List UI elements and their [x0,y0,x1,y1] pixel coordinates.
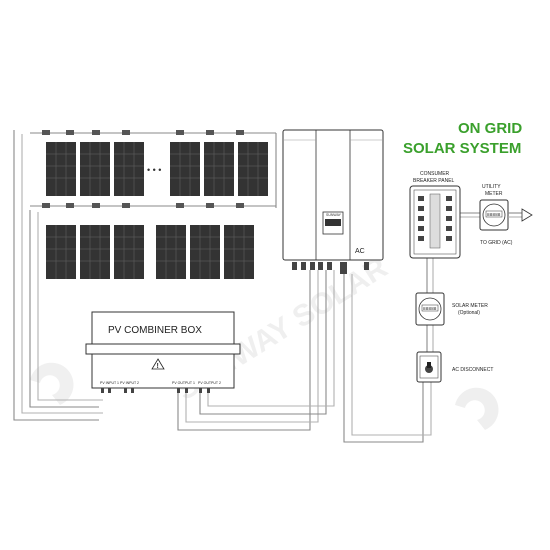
ac-disconnect-label: AC DISCONNECT [452,367,493,373]
array-ellipsis: • • • [147,165,161,175]
ac-wires [343,212,480,443]
inverter-terminals [292,262,369,274]
inverter: SUNWAY AC [282,129,384,274]
inverter-display [322,211,344,235]
solar-meter-label-1: SOLAR METER [452,303,488,309]
utility-meter-display: 88888 [487,212,501,218]
breaker-panel [409,185,461,259]
utility-meter: 88888 [479,199,509,231]
title-line-2: SOLAR SYSTEM [403,140,521,157]
solar-panel [156,225,186,279]
combiner-input-2: PV INPUT 2 [120,381,139,385]
solar-panel-row-1: • • • [46,142,268,196]
solar-panel [204,142,234,196]
breaker-switches [418,193,452,249]
solar-meter-display: 88888 [423,306,437,312]
grid-label: TO GRID (AC) [480,240,513,246]
solar-panel [170,142,200,196]
solar-panel [190,225,220,279]
combiner-box-label: PV COMBINER BOX [108,325,202,336]
watermark-logo-left [30,362,74,405]
dc-wires [177,270,335,431]
combiner-input-1: PV INPUT 1 [100,381,119,385]
title-line-1: ON GRID [458,120,522,137]
solar-panel-row-2 [46,225,254,279]
warning-icon: ! [151,358,165,370]
array-wiring [13,130,277,421]
grid-arrow-icon [508,208,533,222]
solar-panel [46,225,76,279]
inverter-ac-label: AC [355,248,365,255]
watermark-logo-right [455,387,499,430]
combiner-output-1: PV OUTPUT 1 [172,381,195,385]
solar-panel [238,142,268,196]
solar-panel [80,225,110,279]
pv-combiner-box: PV COMBINER BOX ! PV INPUT 1 PV INPUT 2 … [85,311,241,393]
inverter-brand-label: SUNWAY [326,213,342,217]
svg-text:!: ! [157,363,159,370]
solar-panel [224,225,254,279]
combiner-terminals [101,388,210,393]
combiner-output-2: PV OUTPUT 2 [198,381,221,385]
solar-panel [114,142,144,196]
solar-meter-label-2: (Optional) [458,310,480,316]
breaker-panel-label-1: CONSUMER [420,171,450,177]
utility-meter-label-2: METER [485,191,503,197]
ac-disconnect [416,351,442,383]
solar-panel [114,225,144,279]
utility-meter-label-1: UTILITY [482,184,501,190]
solar-panel [80,142,110,196]
cable-connectors-top [42,130,244,208]
solar-meter: 88888 [415,292,445,326]
solar-panel [46,142,76,196]
breaker-panel-label-2: BREAKER PANEL [413,178,455,184]
